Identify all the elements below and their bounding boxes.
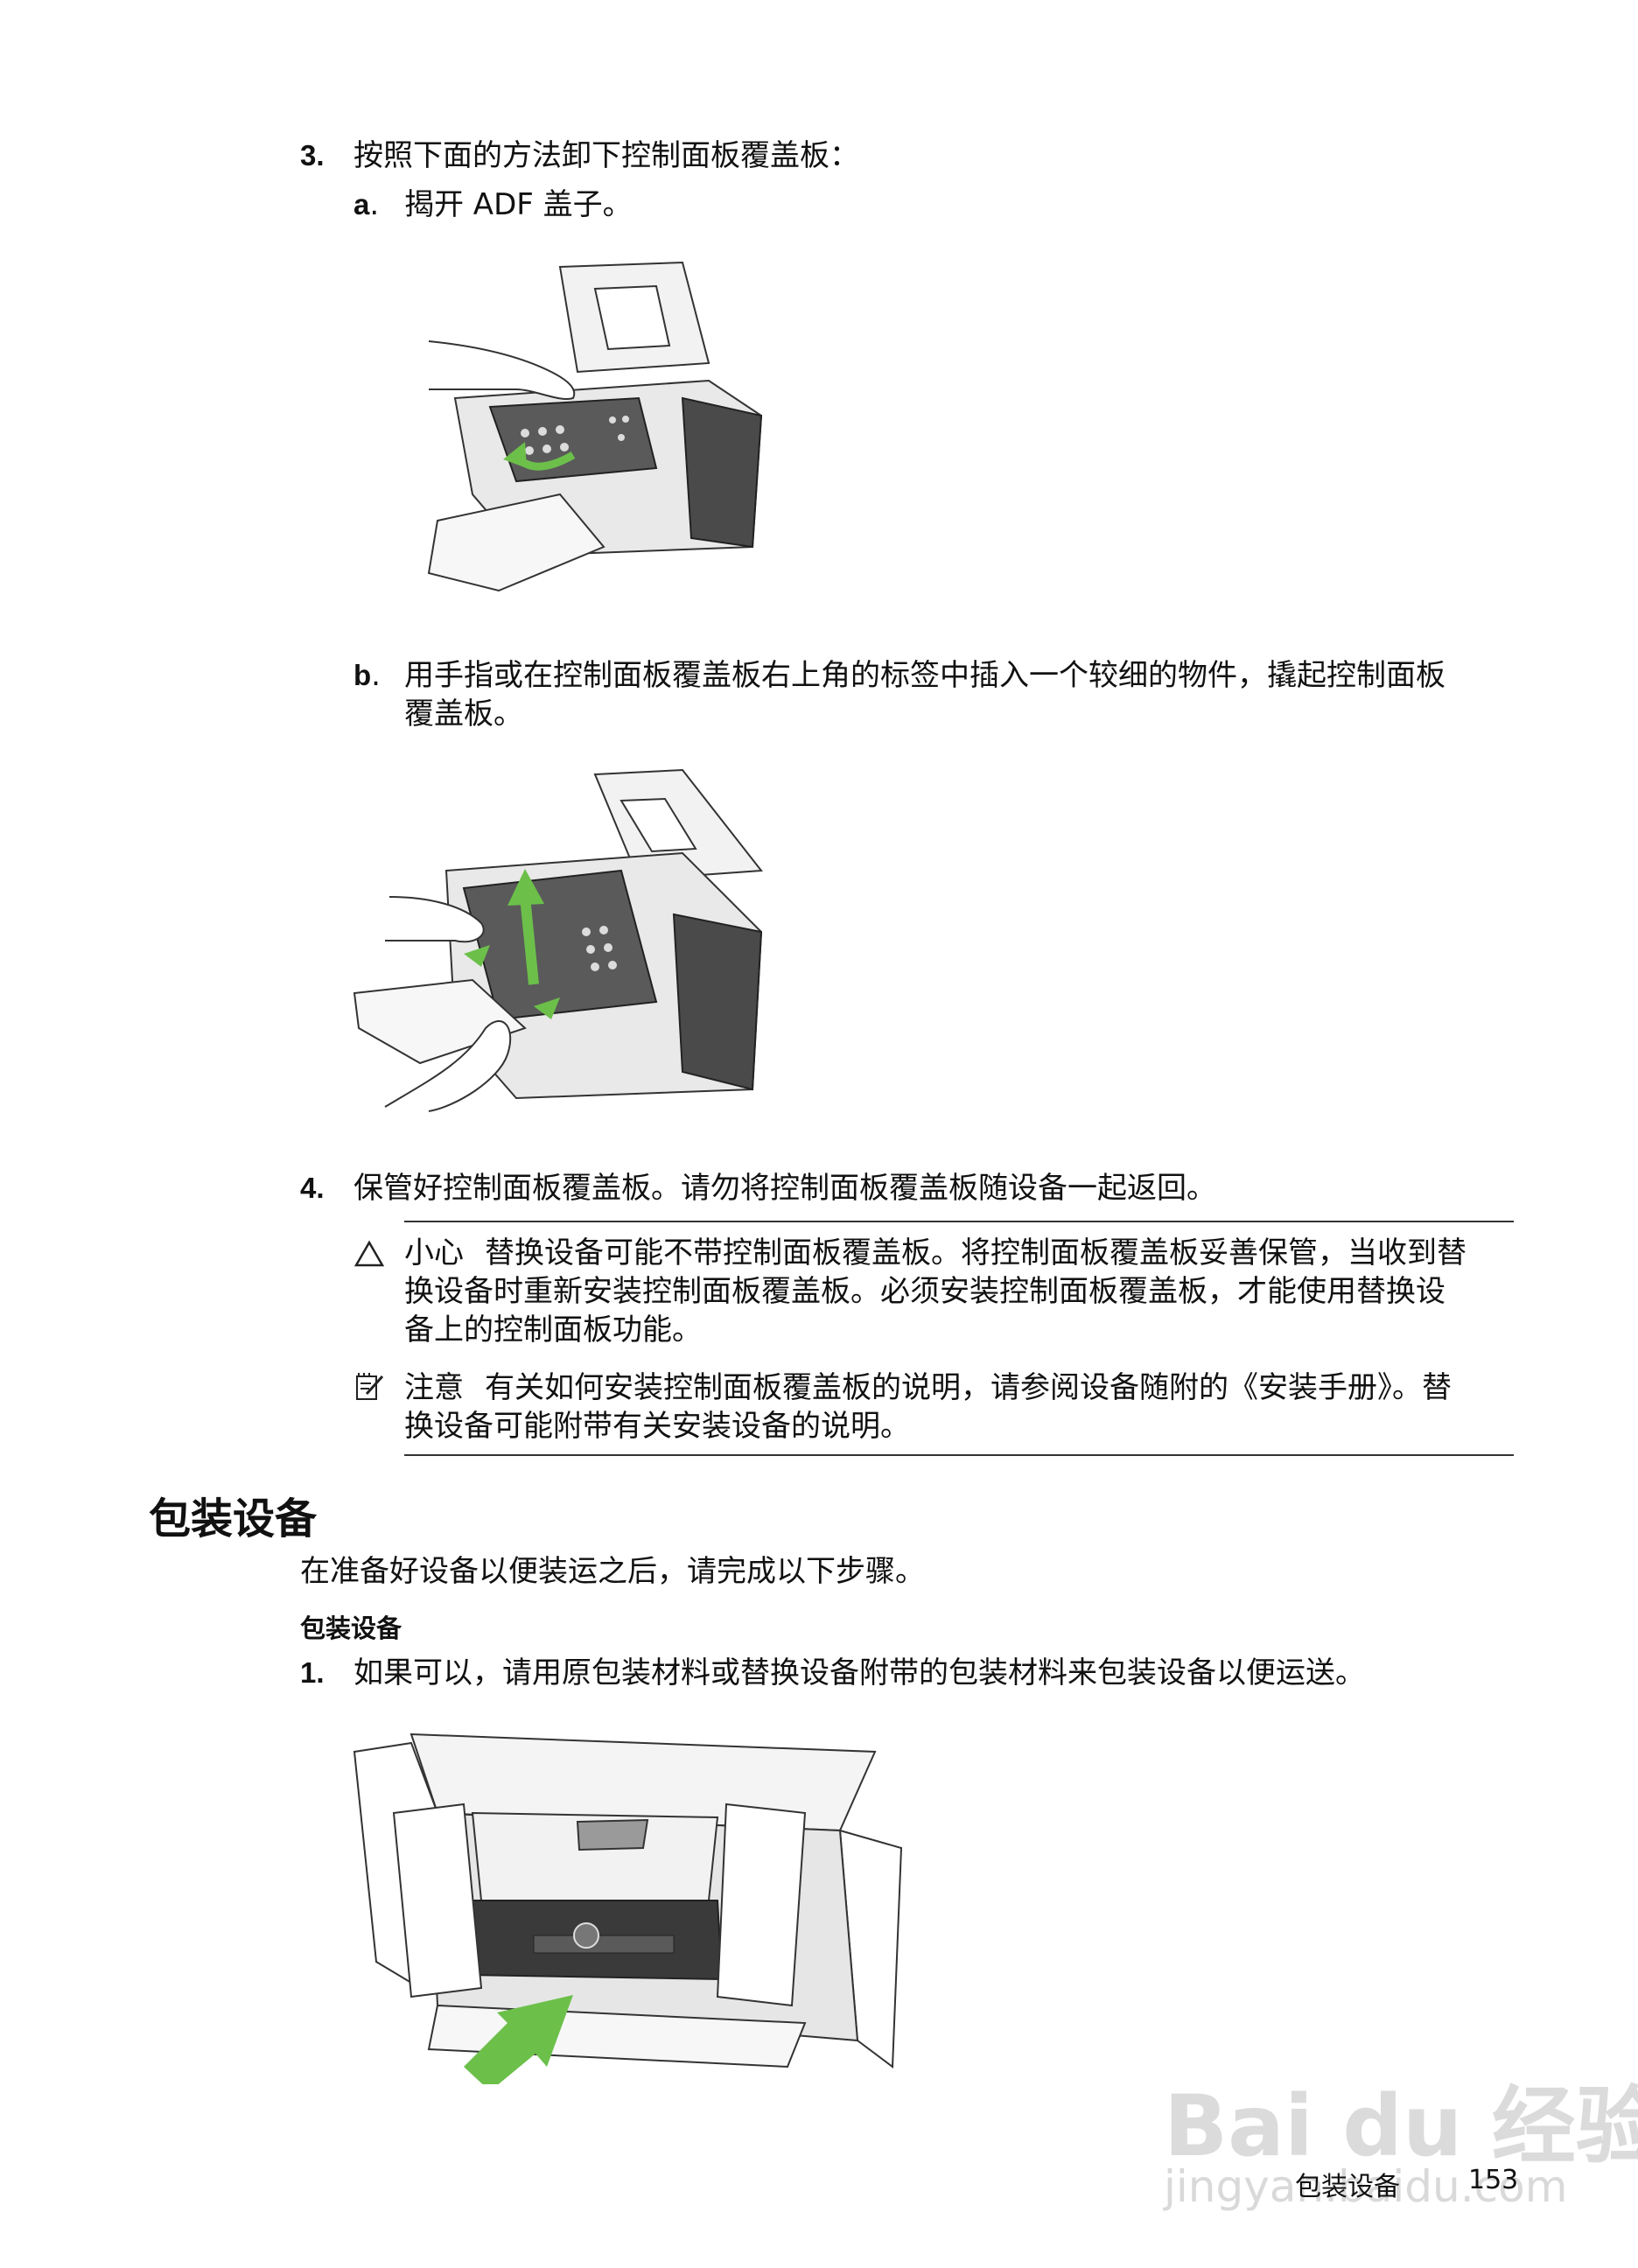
note-text-1: 有关如何安装控制面板覆盖板的说明，请参阅设备随附的《安装手册》。替	[485, 1370, 1452, 1405]
watermark-logo: Bai du 经验	[1164, 2077, 1638, 2175]
packing-step-1-text: 如果可以，请用原包装材料或替换设备附带的包装材料来包装设备以便运送。	[354, 1656, 1365, 1690]
step-3-number: 3.	[300, 139, 325, 172]
note-pencil-icon	[356, 1373, 384, 1400]
note-line2: 换设备可能附带有关安装设备的说明。	[404, 1409, 910, 1444]
illustration-pry-overlay	[353, 768, 763, 1112]
footer-page-number: 153	[1468, 2165, 1519, 2195]
admonition-bottom-rule	[404, 1454, 1514, 1456]
caution-text-1: 替换设备可能不带控制面板覆盖板。将控制面板覆盖板妥善保管，当收到替	[485, 1236, 1466, 1270]
caution-line2: 换设备时重新安装控制面板覆盖板。必须安装控制面板覆盖板，才能使用替换设	[404, 1274, 1446, 1309]
step-4-text: 保管好控制面板覆盖板。请勿将控制面板覆盖板随设备一起返回。	[354, 1171, 1216, 1206]
note-line1: 注意有关如何安装控制面板覆盖板的说明，请参阅设备随附的《安装手册》。替	[404, 1367, 1452, 1409]
illustration-open-adf-lid	[427, 261, 763, 592]
watermark-url: jingyan.baidu.com	[1164, 2161, 1568, 2212]
substep-b-text-line2: 覆盖板。	[404, 696, 523, 732]
substep-a-text: 揭开 ADF 盖子。	[404, 187, 633, 222]
substep-a-label: a	[354, 188, 370, 220]
note-label: 注意	[404, 1370, 464, 1405]
substep-a: a.	[354, 187, 380, 222]
substep-b-label: b	[354, 659, 372, 691]
illustration-device-in-box	[353, 1732, 903, 2084]
step-4-number: 4.	[300, 1172, 325, 1204]
caution-line1: 小心替换设备可能不带控制面板覆盖板。将控制面板覆盖板妥善保管，当收到替	[404, 1232, 1466, 1274]
procedure-title: 包装设备	[300, 1614, 402, 1643]
packing-step-1-number: 1.	[300, 1656, 325, 1689]
caution-label: 小心	[404, 1236, 464, 1270]
step-3-text: 按照下面的方法卸下控制面板覆盖板：	[354, 138, 859, 173]
section-heading: 包装设备	[149, 1494, 318, 1544]
admonition-top-rule	[404, 1221, 1514, 1222]
substep-b-text-line1: 用手指或在控制面板覆盖板右上角的标签中插入一个较细的物件，撬起控制面板	[404, 658, 1446, 693]
footer-section-name: 包装设备	[1295, 2172, 1400, 2202]
substep-b: b.	[354, 658, 381, 693]
section-intro: 在准备好设备以便装运之后，请完成以下步骤。	[300, 1554, 925, 1589]
caution-triangle-icon	[354, 1240, 384, 1267]
caution-line3: 备上的控制面板功能。	[404, 1312, 702, 1348]
